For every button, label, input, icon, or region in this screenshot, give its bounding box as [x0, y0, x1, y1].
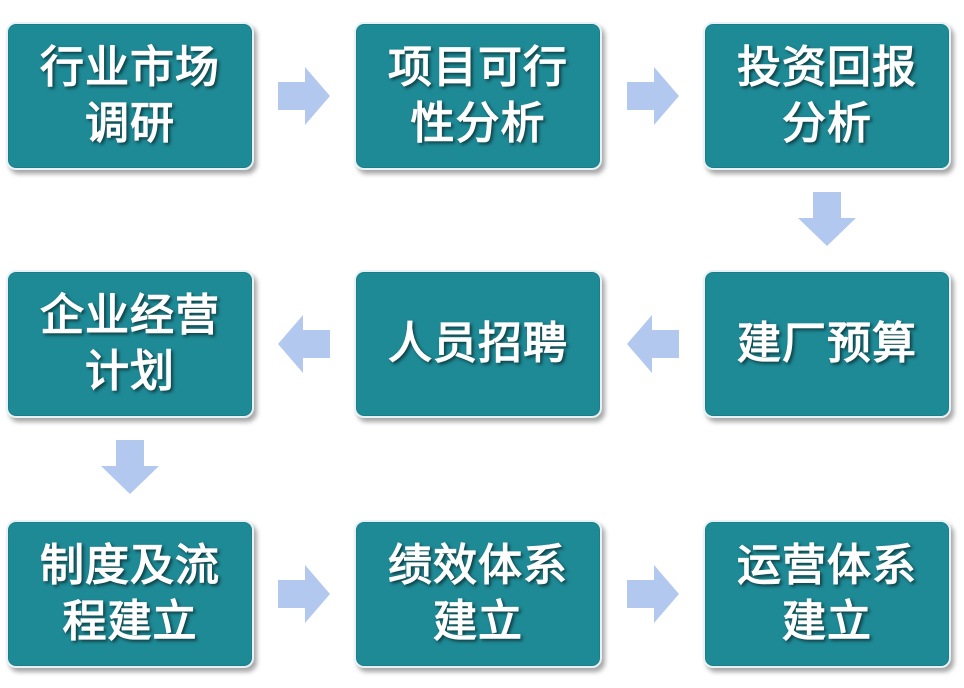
step-label: 绩效体系建立 — [388, 540, 568, 647]
step-label: 运营体系建立 — [737, 540, 917, 647]
step-label: 项目可行性分析 — [388, 42, 568, 149]
step-box-recruitment: 人员招聘 — [354, 270, 602, 418]
step-label: 企业经营计划 — [40, 290, 220, 397]
step-box-project-feasibility: 项目可行性分析 — [354, 22, 602, 170]
arrow-left-icon — [278, 315, 330, 373]
arrow-right-icon — [278, 67, 330, 125]
step-box-performance-system: 绩效体系建立 — [354, 520, 602, 668]
step-box-investment-return: 投资回报分析 — [703, 22, 951, 170]
step-box-industry-market-research: 行业市场调研 — [6, 22, 254, 170]
step-box-system-process: 制度及流程建立 — [6, 520, 254, 668]
arrow-right-icon — [278, 565, 330, 623]
step-label: 行业市场调研 — [40, 42, 220, 149]
arrow-right-icon — [627, 565, 679, 623]
step-label: 制度及流程建立 — [40, 540, 220, 647]
step-box-factory-budget: 建厂预算 — [703, 270, 951, 418]
arrow-down-icon — [798, 192, 856, 246]
arrow-right-icon — [627, 67, 679, 125]
step-label: 投资回报分析 — [737, 42, 917, 149]
step-box-operation-system: 运营体系建立 — [703, 520, 951, 668]
arrow-left-icon — [627, 315, 679, 373]
step-label: 人员招聘 — [388, 318, 568, 369]
step-box-business-plan: 企业经营计划 — [6, 270, 254, 418]
arrow-down-icon — [101, 440, 159, 494]
step-label: 建厂预算 — [737, 318, 917, 369]
